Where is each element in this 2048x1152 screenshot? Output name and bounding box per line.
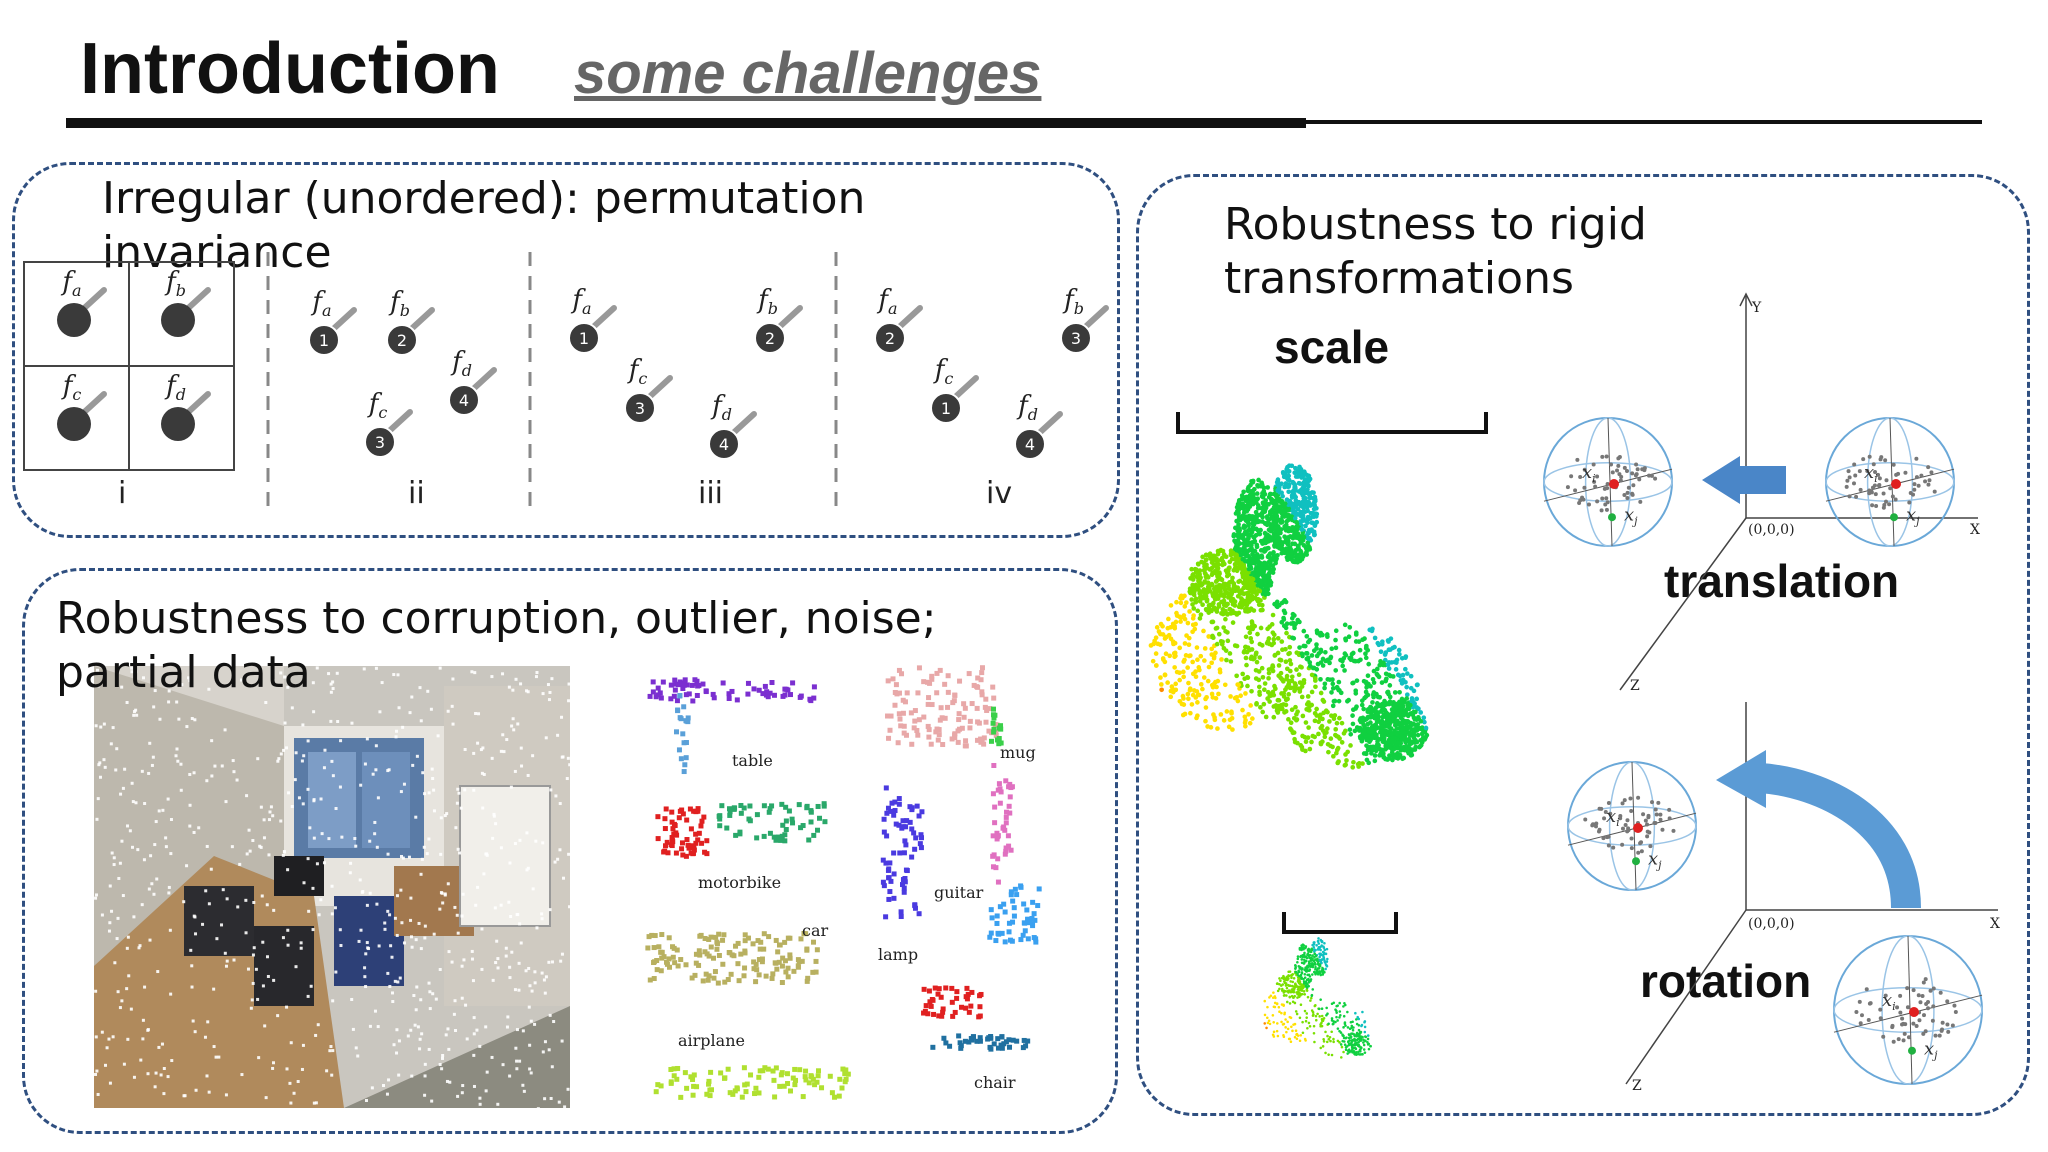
node-ii-d: 4fd: [448, 347, 497, 416]
slide-title: Introduction: [80, 29, 500, 109]
translation-axes: [1619, 292, 1978, 691]
panel-label-iv: iv: [986, 476, 1013, 511]
guitar-body-cloud: [987, 883, 1042, 945]
translation-label: translation: [1664, 555, 1900, 607]
permutation-heading: Irregular (unordered): permutation invar…: [102, 173, 866, 278]
node-iii-a: 1fa: [568, 285, 617, 354]
corruption-heading: Robustness to corruption, outlier, noise…: [56, 593, 937, 698]
node-iv-a: 2fa: [874, 285, 923, 354]
panel-i-grid: [23, 261, 235, 471]
axis-label: Y: [1751, 300, 1762, 316]
axis-label: Z: [1632, 1078, 1642, 1094]
mug-handle-cloud: [988, 706, 1004, 747]
rotation-arrow-shaft: [1758, 763, 1921, 909]
rigid-heading: Robustness to rigid transformations: [1224, 199, 1647, 304]
car-cloud: [645, 931, 820, 986]
svg-text:1: 1: [319, 331, 329, 350]
table-leg-cloud: [674, 693, 691, 775]
panel-label-iii: iii: [698, 476, 724, 511]
bunny-point-cloud-large: [1148, 463, 1430, 770]
bunny-point-cloud-small: [1263, 937, 1372, 1059]
svg-text:4: 4: [459, 391, 469, 410]
translation-arrow: [1702, 456, 1786, 504]
svg-text:1: 1: [579, 329, 589, 348]
rotation-arrow-head: [1716, 750, 1766, 808]
node-ii-c: 3fc: [364, 389, 413, 458]
svg-text:2: 2: [765, 329, 775, 348]
svg-text:2: 2: [397, 331, 407, 350]
panel-label-i: i: [118, 476, 127, 511]
object-label-guitar: guitar: [934, 883, 984, 902]
rigid-box: [1136, 174, 2030, 1116]
axis-label: X: [1970, 522, 1980, 538]
axis-label: (0,0,0): [1748, 916, 1795, 932]
svg-text:3: 3: [1071, 329, 1081, 348]
object-label-chair: chair: [974, 1073, 1016, 1092]
scale-bracket-large: [1176, 412, 1488, 434]
guitar-neck-cloud: [990, 762, 1015, 885]
scale-label: scale: [1274, 321, 1390, 373]
object-label-motorbike: motorbike: [698, 873, 781, 892]
object-label-table: table: [732, 751, 773, 770]
airplane-cloud: [653, 1065, 851, 1100]
mug-cloud: [885, 665, 1000, 749]
chair-back-cloud: [921, 985, 984, 1020]
object-label-mug: mug: [1000, 743, 1036, 762]
object-label-lamp: lamp: [878, 945, 918, 964]
title-rule-thin: [1306, 120, 1982, 124]
slide-subtitle: some challenges: [574, 41, 1042, 106]
title-rule-thick: [66, 118, 1306, 128]
svg-text:1: 1: [941, 399, 951, 418]
corruption-box: [22, 568, 1118, 1134]
partial-object-clouds: table mug motorbike guitar car lamp airplane ch…: [645, 665, 1042, 1100]
object-label-airplane: airplane: [678, 1031, 745, 1050]
motorbike-body-cloud: [716, 801, 828, 844]
noisy-room-scan-image: [94, 666, 570, 1108]
svg-text:4: 4: [719, 435, 729, 454]
axis-label: Z: [1630, 678, 1640, 694]
scale-bracket-small: [1282, 912, 1398, 934]
svg-text:2: 2: [885, 329, 895, 348]
svg-text:3: 3: [375, 433, 385, 452]
panel-label-ii: ii: [408, 476, 425, 511]
table-cloud: [647, 677, 817, 704]
rotation-label: rotation: [1640, 955, 1812, 1007]
svg-text:4: 4: [1025, 435, 1035, 454]
lamp-cloud: [880, 785, 925, 920]
axis-label: X: [1990, 916, 2000, 932]
chair-seat-cloud: [930, 1033, 1031, 1052]
permutation-box: [12, 162, 1120, 538]
motorbike-wheel-cloud: [655, 806, 710, 859]
node-i-b: fb: [161, 267, 211, 337]
svg-text:3: 3: [635, 399, 645, 418]
object-label-car: car: [802, 921, 829, 940]
axis-label: (0,0,0): [1748, 522, 1795, 538]
node-iii-b: 2fb: [754, 285, 803, 354]
rotation-axes: [1625, 702, 1998, 1085]
